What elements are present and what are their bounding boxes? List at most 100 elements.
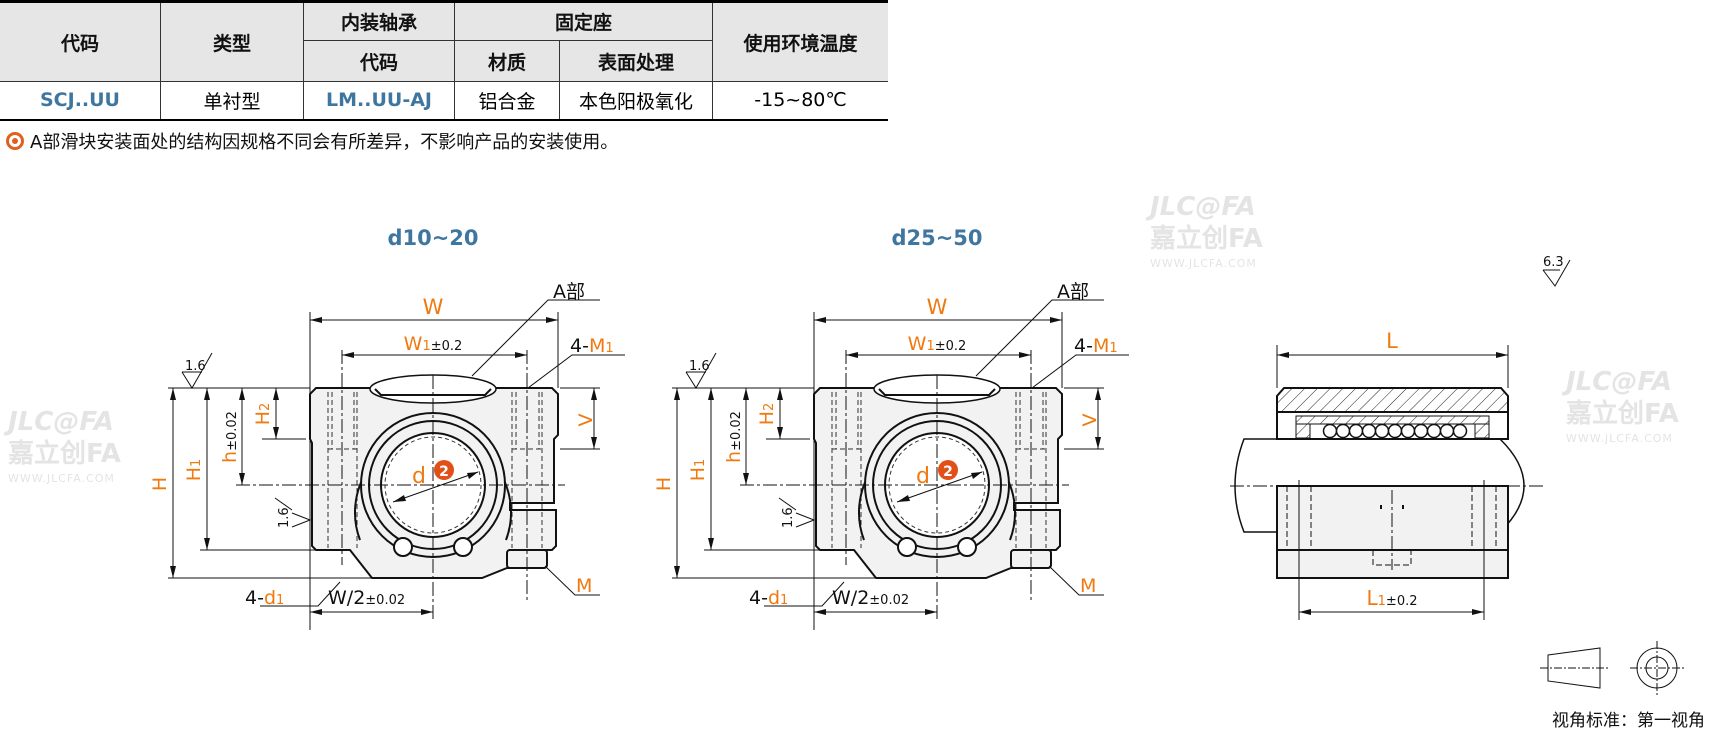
roughness-top: 1.6 [185, 359, 206, 374]
header-material: 材质 [454, 40, 560, 82]
m1-prefix: 4- [570, 335, 589, 357]
watermark-brand: 嘉立创FA [1150, 223, 1263, 254]
dim-H2-sub: 2 [762, 403, 777, 411]
dim-W: W [927, 295, 948, 319]
header-housing: 固定座 [454, 1, 713, 41]
header-bearing-code: 代码 [303, 40, 455, 82]
mount-hole [957, 537, 977, 557]
dim-L: L [1386, 329, 1398, 353]
header-code: 代码 [0, 1, 161, 82]
dim-W2-tol: ±0.02 [869, 593, 909, 608]
projection-standard-label: 视角标准：第一视角 [1552, 711, 1705, 731]
header-surface: 表面处理 [559, 40, 713, 82]
dim-H: H [149, 477, 171, 491]
watermark-url: WWW.JLCFA.COM [1566, 432, 1673, 445]
dim-W1-sub: 1 [422, 339, 430, 354]
detail-a-label: A部 [1057, 281, 1089, 303]
note-badge [938, 460, 958, 480]
watermark-logo: JLC@FA [1561, 367, 1672, 397]
dim-W1-sub: 1 [926, 339, 934, 354]
watermark-brand: 嘉立创FA [8, 438, 121, 469]
dim-M1: M [589, 335, 605, 357]
dim-M1-sub: 1 [1109, 341, 1117, 356]
housing-section [1276, 387, 1509, 413]
side-view: LL1±0.26.3 [1230, 255, 1571, 620]
watermark: JLC@FA 嘉立创FA WWW.JLCFA.COM [1145, 192, 1263, 270]
svg-text:4-d1: 4-d1 [749, 587, 788, 609]
roughness-general: 6.3 [1543, 255, 1564, 270]
svg-text:4-M1: 4-M1 [1074, 335, 1118, 357]
dim-H1: H [183, 467, 205, 481]
first-angle-projection-icon [1540, 641, 1684, 695]
cell-code: SCJ..UU [0, 81, 161, 120]
dim-H2-sub: 2 [258, 403, 273, 411]
spec-table: 代码 类型 内装轴承 固定座 使用环境温度 代码 材质 表面处理 SCJ..UU… [0, 0, 888, 121]
cell-type: 单衬型 [160, 81, 304, 120]
watermark: JLC@FA 嘉立创FA WWW.JLCFA.COM [3, 407, 121, 485]
dim-d: d [916, 464, 930, 489]
d1-prefix: 4- [749, 587, 768, 609]
dim-H: H [653, 477, 675, 491]
cell-surface: 本色阳极氧化 [559, 81, 713, 120]
watermark-logo: JLC@FA [1145, 192, 1256, 222]
dim-d1: d [264, 587, 276, 609]
note-badge-number: 2 [439, 464, 449, 480]
svg-text:H1: H1 [687, 459, 709, 482]
dim-L1: L [1366, 586, 1378, 610]
dim-d1-sub: 1 [780, 593, 788, 608]
dim-d1-sub: 1 [276, 593, 284, 608]
svg-text:W/2±0.02: W/2±0.02 [832, 587, 909, 609]
ball-row [1322, 423, 1468, 439]
watermark-logo: JLC@FA [3, 407, 114, 437]
dim-W1: W [908, 333, 927, 355]
dim-d1: d [768, 587, 780, 609]
mount-hole [897, 537, 917, 557]
dim-W1-tol: ±0.2 [935, 339, 967, 354]
svg-text:L1±0.2: L1±0.2 [1366, 586, 1417, 610]
mount-hole [393, 537, 413, 557]
cell-material: 铝合金 [454, 81, 560, 120]
m1-prefix: 4- [1074, 335, 1093, 357]
svg-text:h±0.02: h±0.02 [219, 411, 241, 463]
watermark: JLC@FA 嘉立创FA WWW.JLCFA.COM [1561, 367, 1679, 445]
dim-V: V [1079, 414, 1101, 427]
dim-W2: W/2 [328, 587, 365, 609]
dim-h-tol: ±0.02 [729, 411, 744, 451]
size-range-title: d10~20 [387, 226, 478, 250]
note: A部滑块安装面处的结构因规格不同会有所差异，不影响产品的安装使用。 [6, 128, 618, 154]
svg-text:H2: H2 [756, 403, 778, 426]
svg-text:W/2±0.02: W/2±0.02 [328, 587, 405, 609]
dim-W1: W [404, 333, 423, 355]
watermark-brand: 嘉立创FA [1566, 398, 1679, 429]
cell-env-temp: -15~80℃ [712, 81, 888, 120]
note-badge [434, 460, 454, 480]
dim-L1-sub: 1 [1378, 594, 1386, 609]
dim-H1-sub: 1 [189, 459, 204, 467]
dim-M: M [576, 575, 592, 597]
bullet-circle-icon [6, 132, 24, 150]
dim-V: V [575, 414, 597, 427]
svg-text:W1±0.2: W1±0.2 [908, 333, 967, 355]
header-env-temp: 使用环境温度 [712, 1, 888, 82]
d1-prefix: 4- [245, 587, 264, 609]
dim-H2: H [756, 411, 778, 425]
dim-h: h [219, 451, 241, 463]
header-type: 类型 [160, 1, 304, 82]
svg-text:4-M1: 4-M1 [570, 335, 614, 357]
dim-W: W [423, 295, 444, 319]
svg-text:H2: H2 [252, 403, 274, 426]
watermark-url: WWW.JLCFA.COM [8, 472, 115, 485]
mount-hole [453, 537, 473, 557]
detail-a-label: A部 [553, 281, 585, 303]
note-text: A部滑块安装面处的结构因规格不同会有所差异，不影响产品的安装使用。 [30, 132, 619, 153]
dim-M1-sub: 1 [605, 341, 613, 356]
header-bearing: 内装轴承 [303, 1, 455, 41]
size-range-title: d25~50 [891, 226, 982, 250]
dim-W2-tol: ±0.02 [365, 593, 405, 608]
dim-H1: H [687, 467, 709, 481]
dim-M: M [1080, 575, 1096, 597]
svg-text:h±0.02: h±0.02 [723, 411, 745, 463]
